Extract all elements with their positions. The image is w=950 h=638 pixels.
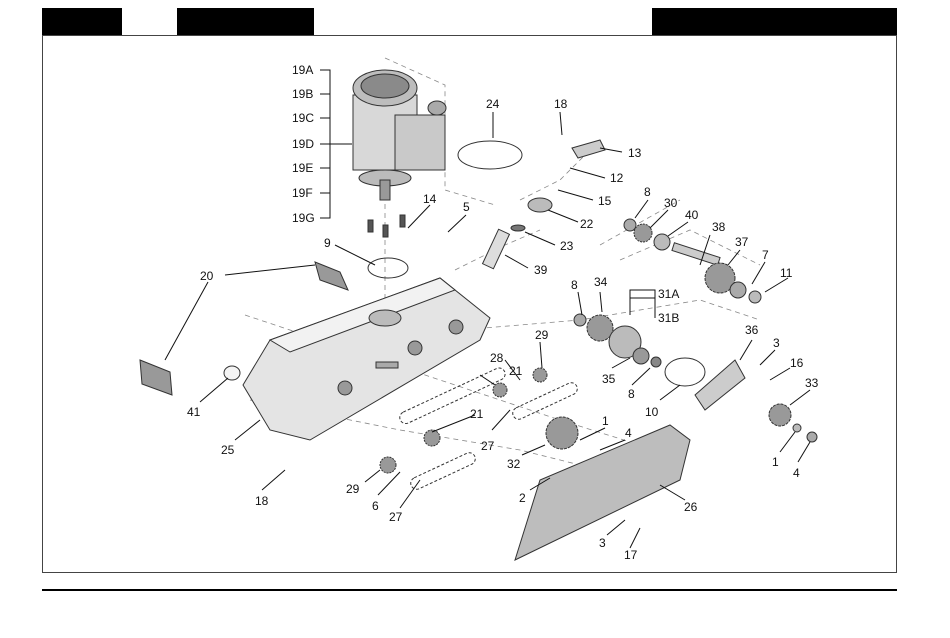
label-2: 2 [519,491,526,505]
label-5: 5 [463,200,470,214]
label-27-upper: 27 [481,439,495,453]
label-11: 11 [780,266,793,280]
label-36: 36 [745,323,759,337]
label-25: 25 [221,443,235,457]
label-32: 32 [507,457,521,471]
label-21-lower: 21 [470,407,484,421]
label-39: 39 [534,263,548,277]
label-4-right: 4 [793,466,800,480]
label-34: 34 [594,275,608,289]
lever-part [572,140,605,158]
label-24: 24 [486,97,500,111]
label-8-upper: 8 [644,185,651,199]
label-9: 9 [324,236,331,250]
label-14: 14 [423,192,437,206]
label-8-lower: 8 [628,387,635,401]
label-28: 28 [490,351,504,365]
label-31a: 31A [658,287,679,301]
label-38: 38 [712,220,726,234]
label-31b: 31B [658,311,679,325]
label-23: 23 [560,239,574,253]
label-19d: 19D [292,137,314,151]
chains-and-sprockets [380,366,579,491]
label-12: 12 [610,171,624,185]
label-6: 6 [372,499,379,513]
label-18-bottom: 18 [255,494,269,508]
label-1-center: 1 [602,414,609,428]
label-19b: 19B [292,87,313,101]
label-7: 7 [762,248,769,262]
label-19a: 19A [292,63,313,77]
label-29-lower: 29 [346,482,360,496]
leader-lines [165,70,810,548]
motor-assembly [353,70,446,237]
label-30: 30 [664,196,678,210]
label-4-center: 4 [625,426,632,440]
shaft-part [483,229,510,269]
label-22: 22 [580,217,594,231]
label-33: 33 [805,376,819,390]
label-29-upper: 29 [535,328,549,342]
label-3-bottom: 3 [599,536,606,550]
label-21-upper: 21 [509,364,523,378]
label-19e: 19E [292,161,313,175]
label-41: 41 [187,405,201,419]
plug-cap [224,366,240,380]
label-13: 13 [628,146,642,160]
label-40: 40 [685,208,699,222]
main-housing [243,278,490,440]
part-labels: 19A 19B 19C 19D 19E 19F 19G 24 18 13 12 … [187,63,819,562]
label-16: 16 [790,356,804,370]
label-35: 35 [602,372,616,386]
seal-ring [368,258,408,278]
label-18-top: 18 [554,97,568,111]
label-17: 17 [624,548,638,562]
washer-part [511,225,525,231]
label-15: 15 [598,194,612,208]
label-19c: 19C [292,111,314,125]
label-27-lower: 27 [389,510,403,524]
drive-belt [458,141,522,169]
label-26: 26 [684,500,698,514]
label-19f: 19F [292,186,313,200]
label-3-right: 3 [773,336,780,350]
label-20: 20 [200,269,214,283]
label-19g: 19G [292,211,315,225]
label-1-right: 1 [772,455,779,469]
label-10: 10 [645,405,659,419]
label-8-mid: 8 [571,278,578,292]
label-37: 37 [735,235,749,249]
